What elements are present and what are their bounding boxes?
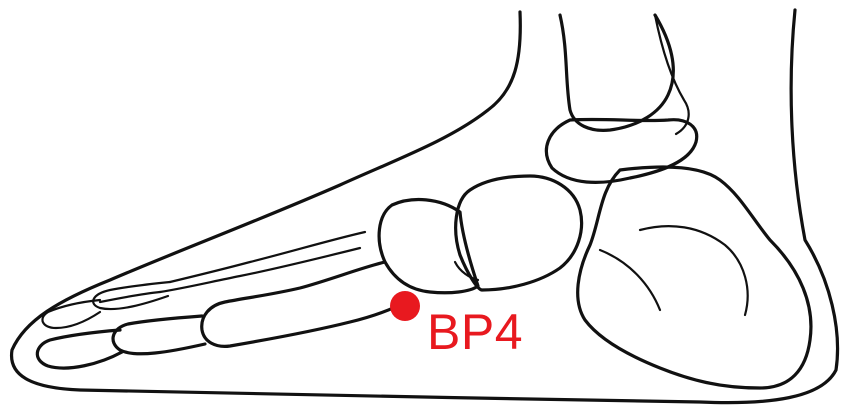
acupoint-marker-dot [390,291,420,321]
acupoint-label: BP4 [427,307,523,357]
